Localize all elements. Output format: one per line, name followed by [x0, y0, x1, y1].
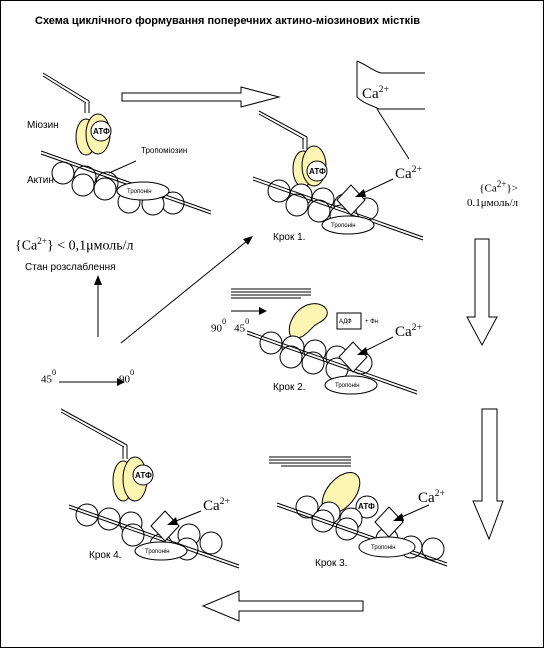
angle-arrow-45-90	[59, 378, 125, 386]
diagonal-arrow-to-step1	[120, 236, 253, 344]
panel-step3	[269, 456, 448, 567]
myosin-filament	[231, 288, 311, 299]
label-ca-source: Ca2+	[362, 84, 390, 102]
label-atp-step4: АТФ	[135, 471, 152, 480]
label-troponin-step3: Тропонін	[371, 545, 396, 551]
label-ca-step2: Ca2+	[395, 322, 423, 340]
panel-step1	[252, 60, 425, 241]
troponin	[321, 215, 375, 235]
condition-low-calcium: {Ca2+} < 0,1μмоль/л	[15, 236, 134, 254]
page-title: Схема циклічного формування поперечних а…	[35, 15, 421, 27]
angle-arrow	[231, 307, 267, 315]
label-myosin: Міозин	[27, 120, 59, 131]
label-troponin-step1: Тропонін	[331, 223, 356, 229]
myosin-filament	[269, 456, 351, 467]
label-atp: АТФ	[93, 127, 110, 136]
troponin	[134, 541, 188, 561]
label-step4: Крок 4.	[89, 550, 122, 561]
troponin	[324, 375, 378, 395]
label-ca-step1: Ca2+	[395, 164, 423, 182]
panel-step2	[231, 288, 418, 395]
ca-arrow	[167, 510, 202, 525]
myosin-filament	[42, 72, 90, 113]
myosin-head-bent	[288, 303, 328, 339]
myosin-filament	[258, 110, 308, 149]
label-troponin: Тропонін	[127, 189, 152, 195]
atp-circle	[90, 120, 112, 142]
troponin	[358, 536, 416, 558]
cycle-arrow-down-2	[472, 408, 504, 541]
relaxation-arrow	[94, 275, 102, 337]
label-step1: Крок 1.	[273, 232, 306, 243]
ca-source-bracket	[356, 60, 425, 160]
label-adp: АДФ	[339, 319, 352, 325]
label-ca-step3: Ca2+	[418, 488, 446, 506]
label-angle-90: 900	[119, 368, 135, 386]
label-atp-step3: АТФ	[358, 502, 375, 511]
troponin	[116, 181, 170, 201]
label-angle-45: 450	[41, 368, 57, 386]
atp-circle	[132, 464, 154, 486]
atp-circle	[306, 160, 328, 182]
label-ca-step4: Ca2+	[203, 496, 231, 514]
adp-box	[336, 312, 362, 330]
label-step2: Крок 2.	[273, 382, 306, 393]
label-atp-step1: АТФ	[309, 167, 326, 176]
label-phosphate: + Фн	[365, 319, 379, 325]
cycle-arrow-down-1	[466, 238, 498, 347]
label-step3: Крок 3.	[315, 558, 348, 569]
label-tropomyosin: Тропоміозин	[141, 146, 188, 155]
ca-arrow	[357, 336, 394, 355]
cycle-arrow-left	[201, 590, 364, 622]
atp-circle	[355, 495, 379, 519]
myosin-filament	[60, 408, 128, 459]
ca-arrow	[393, 504, 430, 521]
label-troponin-step2: Тропонін	[335, 383, 360, 389]
label-relaxation-state: Стан розслаблення	[25, 262, 116, 273]
ca-arrow	[355, 178, 394, 197]
panel-resting	[40, 72, 212, 216]
tropomyosin-pointer	[108, 160, 137, 174]
label-troponin-step4: Тропонін	[145, 549, 170, 555]
cycle-arrow-right	[121, 86, 281, 108]
condition-high-calcium: {Ca2+}>0.1μмоль/л	[467, 179, 519, 209]
label-angle-90-step2: 900450	[211, 317, 250, 335]
label-actin: Актин	[27, 175, 54, 186]
panel-step4	[60, 408, 240, 569]
